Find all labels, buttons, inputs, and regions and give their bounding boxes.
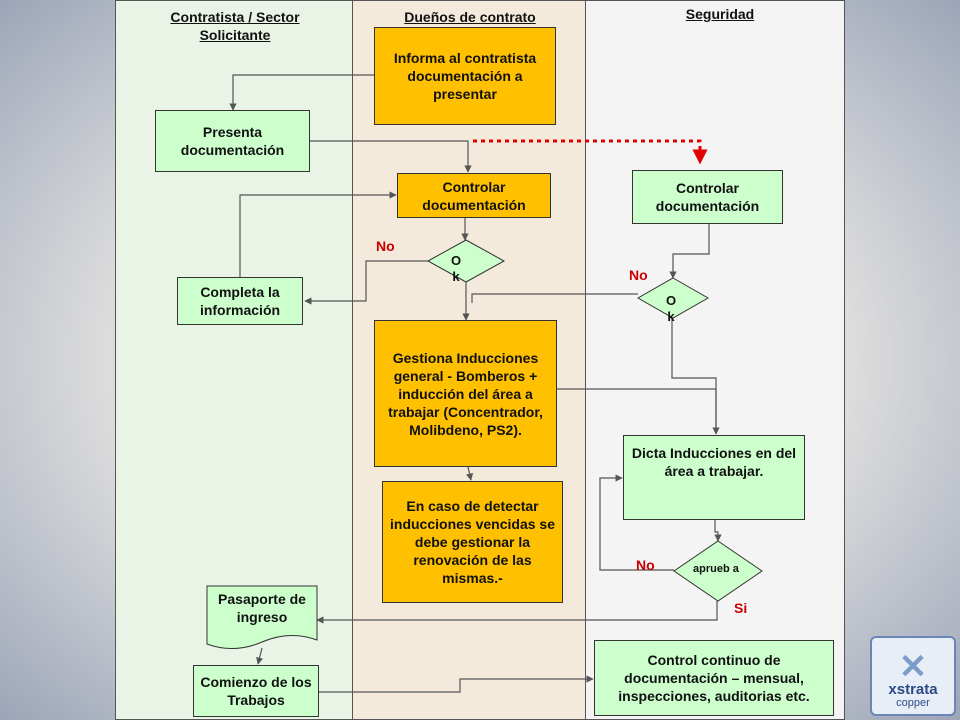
decision-ok-owner-text: O k — [450, 253, 462, 284]
label-no-owner: No — [376, 238, 395, 254]
decision-aprueba-text: aprueb a — [693, 563, 739, 575]
box-control-continuo: Control continuo de documentación – mens… — [594, 640, 834, 716]
line-ok-no-completa — [304, 260, 428, 305]
decision-ok-security-text: O k — [665, 293, 677, 324]
box-dicta: Dicta Inducciones en del área a trabajar… — [623, 435, 805, 520]
logo-x-mark: ✕ — [898, 648, 928, 686]
line-pasaporte-comienzo — [256, 647, 264, 665]
line-aprueba-pasaporte — [316, 601, 718, 624]
decision-ok-security — [636, 277, 710, 319]
box-caso: En caso de detectar inducciones vencidas… — [382, 481, 563, 603]
lane-title-contractor: Contratista / Sector Solicitante — [170, 9, 300, 43]
box-comienzo: Comienzo de los Trabajos — [193, 665, 319, 717]
box-controlar-security: Controlar documentación — [632, 170, 783, 224]
box-pasaporte: Pasaporte de ingreso — [218, 591, 306, 625]
line-dicta-aprueba — [714, 520, 722, 542]
dashed-arrow-owner-security — [473, 139, 708, 165]
line-gestiona-caso — [466, 466, 474, 481]
line-completa-loop — [239, 191, 397, 277]
label-no-aprueba: No — [636, 557, 655, 573]
line-security-no-completa — [471, 293, 638, 303]
decision-aprueba — [673, 540, 763, 602]
lane-security — [585, 0, 845, 720]
line-oksec-dicta — [671, 318, 717, 432]
decision-ok-owner — [426, 239, 506, 283]
box-gestiona: Gestiona Inducciones general - Bomberos … — [374, 320, 557, 467]
lane-title-security: Seguridad — [685, 6, 755, 22]
line-gestiona-dicta — [557, 388, 720, 435]
box-controlar-owner: Controlar documentación — [397, 173, 551, 218]
box-informa: Informa al contratista documentación a p… — [374, 27, 556, 125]
box-presenta: Presenta documentación — [155, 110, 310, 172]
logo-word: xstrata — [888, 681, 938, 698]
line-informa-presenta — [229, 74, 374, 111]
box-completa: Completa la información — [177, 277, 303, 325]
label-si-aprueba: Si — [734, 600, 748, 616]
line-aprueba-no-loop — [599, 474, 674, 571]
line-presenta-controlar — [310, 140, 472, 173]
line-comienzo-control — [319, 675, 594, 693]
pasaporte-shape — [206, 585, 318, 649]
xstrata-logo: ✕ xstrata copper — [870, 636, 956, 716]
label-no-security: No — [629, 267, 648, 283]
line-controlar-sec-ok — [669, 224, 710, 279]
lane-title-owners: Dueños de contrato — [404, 9, 536, 25]
logo-sub: copper — [896, 697, 930, 709]
